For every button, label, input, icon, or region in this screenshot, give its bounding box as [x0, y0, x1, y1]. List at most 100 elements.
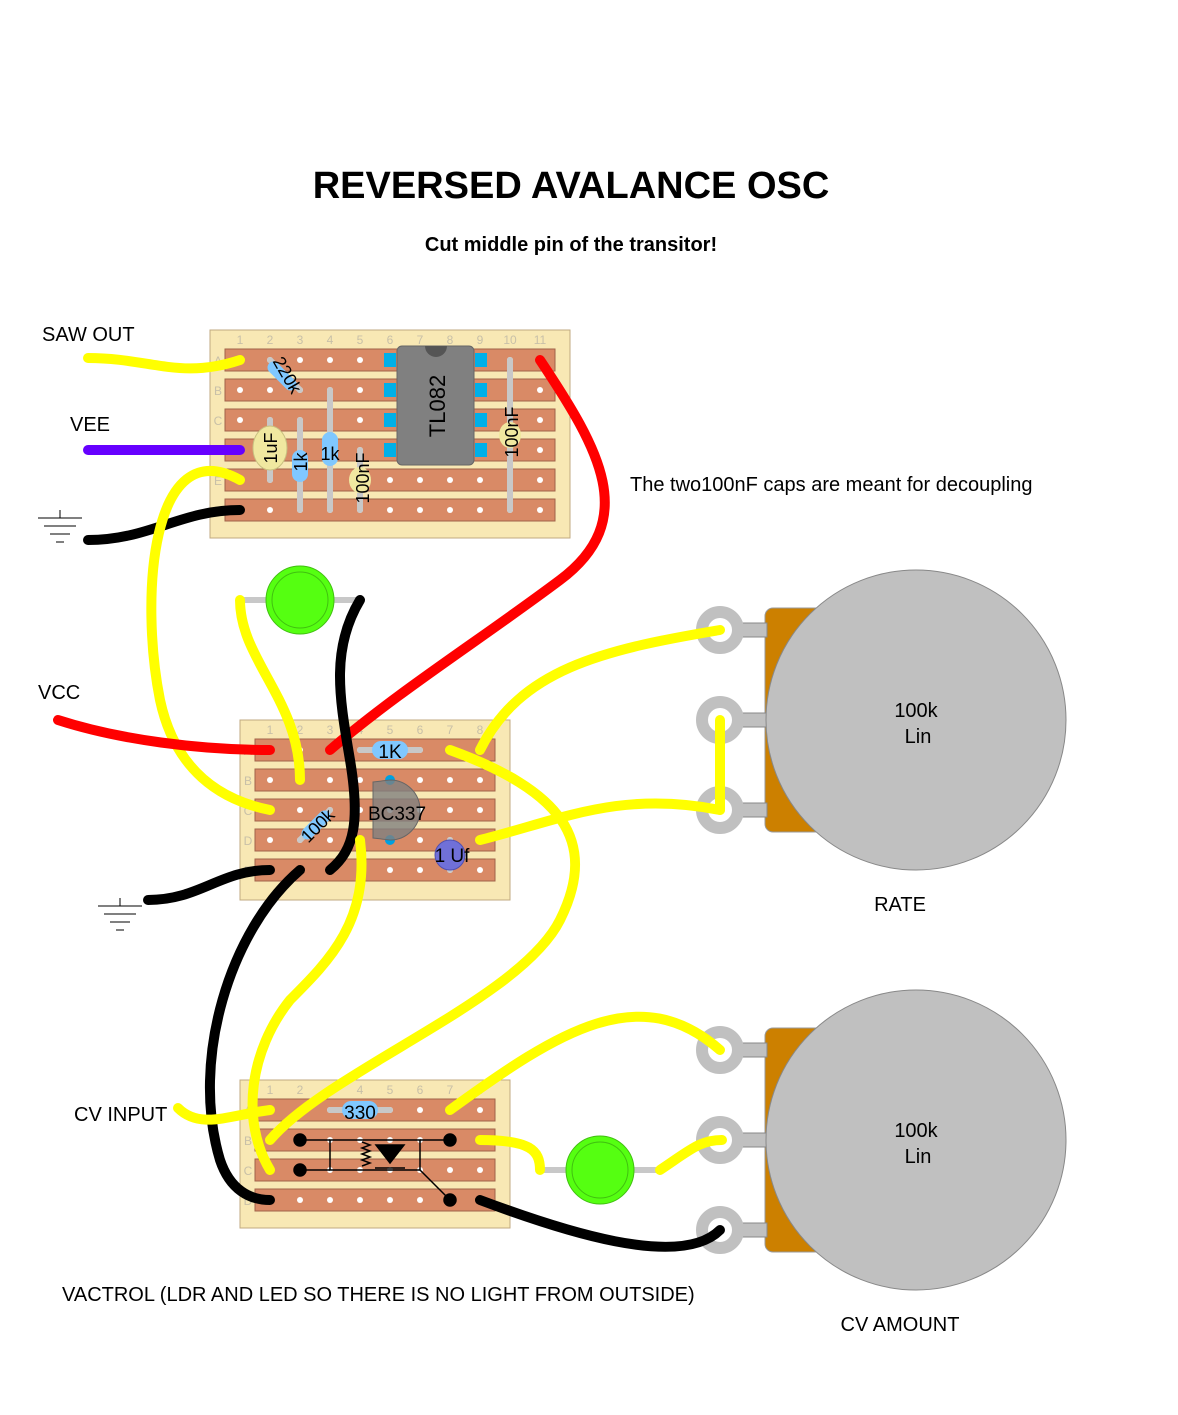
row-label: B [244, 774, 252, 788]
hole [357, 387, 363, 393]
pot-leg [741, 622, 768, 638]
column-label: 5 [387, 1083, 394, 1097]
column-label: 1 [267, 723, 274, 737]
wire-cv-pot-bottom [475, 1195, 725, 1252]
copper-strip [254, 1188, 496, 1212]
pot-knob[interactable] [765, 989, 1067, 1291]
hole [537, 447, 543, 453]
svg-text:1K: 1K [378, 742, 402, 763]
hole [237, 417, 243, 423]
ic-tl082: TL082 [384, 345, 487, 466]
column-label: 4 [357, 1083, 364, 1097]
hole [357, 777, 363, 783]
pot-leg [741, 1222, 768, 1238]
hole [447, 477, 453, 483]
wire-d-to-vactrol [247, 835, 367, 1175]
column-label: 3 [327, 723, 334, 737]
resistor-1k-osc: 1K [357, 741, 423, 763]
column-label: 7 [447, 1083, 454, 1097]
hole [417, 867, 423, 873]
row-label: B [214, 384, 222, 398]
title: REVERSED AVALANCE OSC [313, 165, 830, 207]
pot-leg [741, 1042, 768, 1058]
wire-cv-pot-top [445, 1011, 725, 1115]
column-label: 1 [237, 333, 244, 347]
potentiometer-cv-amount[interactable] [696, 989, 1067, 1291]
hole [537, 387, 543, 393]
hole [417, 477, 423, 483]
pot-cv-taper: Lin [905, 1146, 932, 1168]
hole [357, 417, 363, 423]
pot-rate-taper: Lin [905, 726, 932, 748]
column-label: 2 [297, 723, 304, 737]
hole [417, 1107, 423, 1113]
hole [537, 417, 543, 423]
row-label: D [244, 1194, 253, 1208]
hole [387, 477, 393, 483]
hole [447, 1167, 453, 1173]
hole [417, 1197, 423, 1203]
column-label: 3 [297, 333, 304, 347]
pot-leg [741, 712, 768, 728]
pot-leg [741, 1132, 768, 1148]
svg-text:1uF: 1uF [261, 432, 281, 463]
ground-icon [98, 898, 142, 931]
potentiometer-rate[interactable] [696, 569, 1067, 871]
led-cv [537, 1135, 663, 1205]
svg-text:100nF: 100nF [502, 406, 522, 457]
hole [417, 777, 423, 783]
wire-cv-input [173, 1103, 275, 1125]
column-label: 7 [447, 723, 454, 737]
row-label: C [244, 1164, 253, 1178]
wire-ground-vactrol [204, 865, 305, 1205]
svg-text:TL082: TL082 [425, 375, 450, 437]
label-vcc: VCC [38, 682, 80, 704]
column-label: 1 [267, 1083, 274, 1097]
wire-cv-pot-wiper [655, 1135, 727, 1175]
svg-text:1k: 1k [291, 451, 311, 471]
hole [387, 867, 393, 873]
wire-saw-out [83, 353, 245, 374]
label-vee: VEE [70, 414, 110, 436]
capacitor-100nf-a: 100nF [349, 447, 373, 513]
wires [53, 353, 727, 1252]
hole [477, 777, 483, 783]
label-saw-out: SAW OUT [42, 324, 135, 346]
row-label: D [244, 834, 253, 848]
pot-rate-value: 100k [894, 700, 938, 722]
pot-leg [741, 802, 768, 818]
resistor-1k-a: 1k [291, 417, 311, 513]
hole [327, 837, 333, 843]
hole [447, 807, 453, 813]
hole [477, 1107, 483, 1113]
hole [267, 837, 273, 843]
hole [297, 357, 303, 363]
column-label: 8 [447, 333, 454, 347]
hole [267, 777, 273, 783]
label-cv-input: CV INPUT [74, 1104, 167, 1126]
hole [387, 1197, 393, 1203]
vactrol-symbol [293, 1133, 457, 1207]
column-label: 6 [387, 333, 394, 347]
wire-led-rate [235, 595, 305, 785]
hole [477, 477, 483, 483]
decoupling-note: The two100nF caps are meant for decoupli… [630, 474, 1032, 496]
ground-icon [38, 510, 82, 543]
hole [477, 507, 483, 513]
hole [327, 777, 333, 783]
row-label: C [214, 414, 223, 428]
column-label: 11 [534, 333, 547, 347]
hole [327, 357, 333, 363]
wire-vcc-link [325, 355, 610, 755]
hole [417, 837, 423, 843]
svg-text:330: 330 [344, 1103, 376, 1124]
subtitle: Cut middle pin of the transitor! [425, 234, 717, 256]
label-rate: RATE [874, 894, 926, 916]
hole [447, 777, 453, 783]
wire-osc-to-vactrol [265, 745, 581, 1145]
row-label: C [244, 804, 253, 818]
pot-cv-value: 100k [894, 1120, 938, 1142]
svg-text:BC337: BC337 [368, 804, 426, 825]
pot-knob[interactable] [765, 569, 1067, 871]
hole [477, 867, 483, 873]
